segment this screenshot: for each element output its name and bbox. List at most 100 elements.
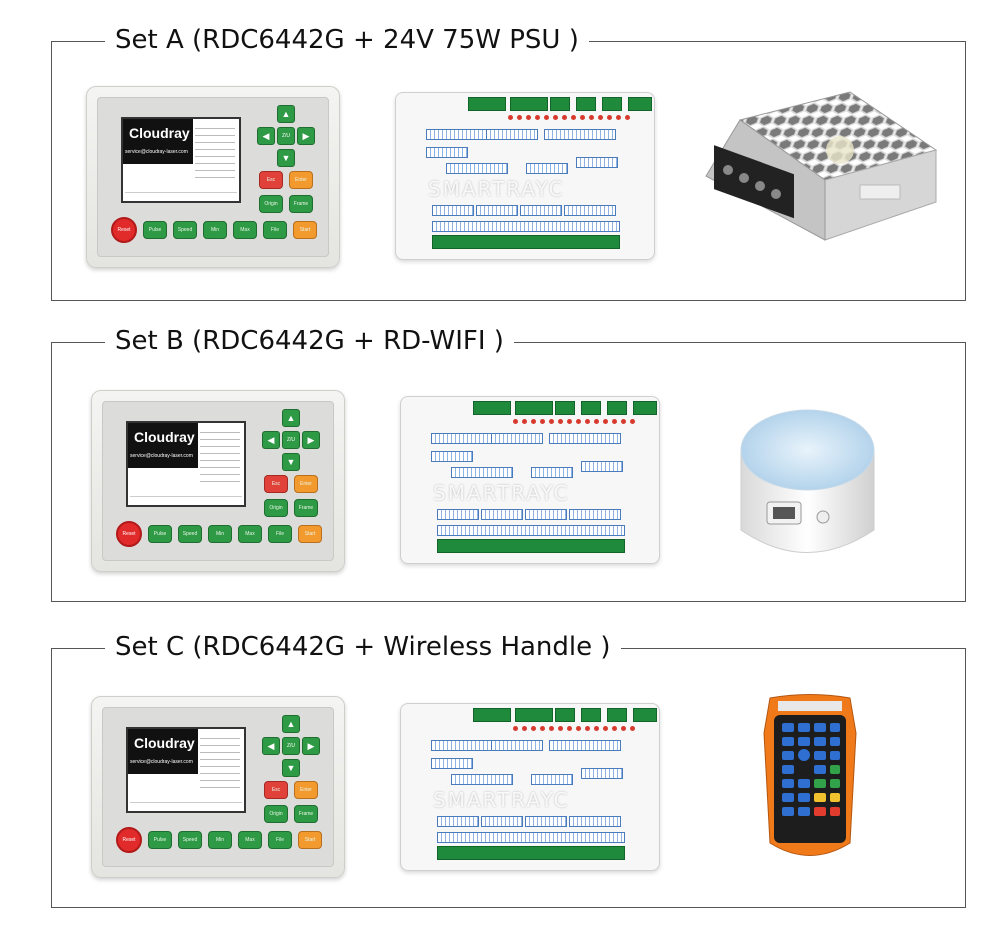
max-power-key[interactable]: Max Power [233,221,257,239]
status-led [607,115,612,120]
up-arrow-key[interactable]: ▲ [282,715,300,733]
esc-key[interactable]: Esc [259,171,283,189]
status-led [630,726,635,731]
pin-label [437,816,479,827]
down-arrow-key[interactable]: ▼ [282,759,300,777]
left-arrow-key[interactable]: ◀ [257,127,275,145]
pin-label [525,816,567,827]
zu-key[interactable]: Z/U [282,737,300,755]
lcd-email: service@cloudray-laser.com [130,759,193,765]
reset-key[interactable]: Reset [116,521,142,547]
origin-key[interactable]: Origin [264,499,288,517]
terminal-block [473,401,511,415]
status-led [576,419,581,424]
status-led [594,726,599,731]
status-led [535,115,540,120]
pin-label [564,205,616,216]
start-pause-key[interactable]: Start Pause [293,221,317,239]
status-led [612,726,617,731]
bottom-terminal-row [437,846,625,860]
lcd-status-bar [130,496,242,503]
lcd-brand: Cloudray [129,125,190,141]
status-led [603,419,608,424]
status-led [621,419,626,424]
pulse-key[interactable]: Pulse [148,525,172,543]
right-arrow-key[interactable]: ▶ [297,127,315,145]
status-led [603,726,608,731]
lcd-brand: Cloudray [134,735,195,751]
origin-key[interactable]: Origin [259,195,283,213]
pin-label [544,129,616,140]
board-watermark: SMARTRAYC [428,177,565,201]
up-arrow-key[interactable]: ▲ [282,409,300,427]
pin-label [432,221,620,232]
right-arrow-key[interactable]: ▶ [302,431,320,449]
frame-key[interactable]: Frame [294,499,318,517]
zu-key[interactable]: Z/U [282,431,300,449]
file-key[interactable]: File [268,525,292,543]
esc-key[interactable]: Esc [264,781,288,799]
pin-label [431,451,473,462]
pin-label [481,816,523,827]
board-watermark: SMARTRAYC [433,788,570,812]
reset-key[interactable]: Reset [111,217,137,243]
terminal-block [576,97,596,111]
pin-label [486,129,538,140]
lcd-brand-block: Cloudray service@cloudray-laser.com [128,423,198,468]
lcd-status-bar [130,802,242,809]
enter-key[interactable]: Enter [289,171,313,189]
terminal-block [510,97,548,111]
speed-key[interactable]: Speed [178,525,202,543]
status-led [598,115,603,120]
down-arrow-key[interactable]: ▼ [282,453,300,471]
max-power-key[interactable]: Max Power [238,525,262,543]
zu-key[interactable]: Z/U [277,127,295,145]
pin-label [526,163,568,174]
origin-key[interactable]: Origin [264,805,288,823]
speed-key[interactable]: Speed [173,221,197,239]
start-pause-key[interactable]: Start Pause [298,525,322,543]
wifi-module-image [740,409,875,553]
min-power-key[interactable]: Min Power [208,525,232,543]
lcd-email: service@cloudray-laser.com [125,149,188,155]
start-pause-key[interactable]: Start Pause [298,831,322,849]
max-power-key[interactable]: Max Power [238,831,262,849]
min-power-key[interactable]: Min Power [208,831,232,849]
left-arrow-key[interactable]: ◀ [262,737,280,755]
pin-label [549,740,621,751]
file-key[interactable]: File [263,221,287,239]
pin-label [520,205,562,216]
frame-key[interactable]: Frame [289,195,313,213]
esc-key[interactable]: Esc [264,475,288,493]
enter-key[interactable]: Enter [294,475,318,493]
status-led [553,115,558,120]
lcd-grid [200,732,240,792]
pin-label [426,129,488,140]
left-arrow-key[interactable]: ◀ [262,431,280,449]
enter-key[interactable]: Enter [294,781,318,799]
speed-key[interactable]: Speed [178,831,202,849]
top-terminal-row [437,397,657,415]
pulse-key[interactable]: Pulse [143,221,167,239]
bottom-terminal-row [432,235,620,249]
pin-label [437,509,479,520]
right-arrow-key[interactable]: ▶ [302,737,320,755]
status-led [562,115,567,120]
status-led [517,115,522,120]
file-key[interactable]: File [268,831,292,849]
min-power-key[interactable]: Min Power [203,221,227,239]
status-led [585,726,590,731]
pin-label [481,509,523,520]
status-led [540,726,545,731]
reset-key[interactable]: Reset [116,827,142,853]
status-led [630,419,635,424]
pin-label [437,832,625,843]
pin-label [446,163,508,174]
status-led [508,115,513,120]
terminal-block [555,401,575,415]
frame-key[interactable]: Frame [294,805,318,823]
up-arrow-key[interactable]: ▲ [277,105,295,123]
down-arrow-key[interactable]: ▼ [277,149,295,167]
pin-label [569,509,621,520]
pulse-key[interactable]: Pulse [148,831,172,849]
